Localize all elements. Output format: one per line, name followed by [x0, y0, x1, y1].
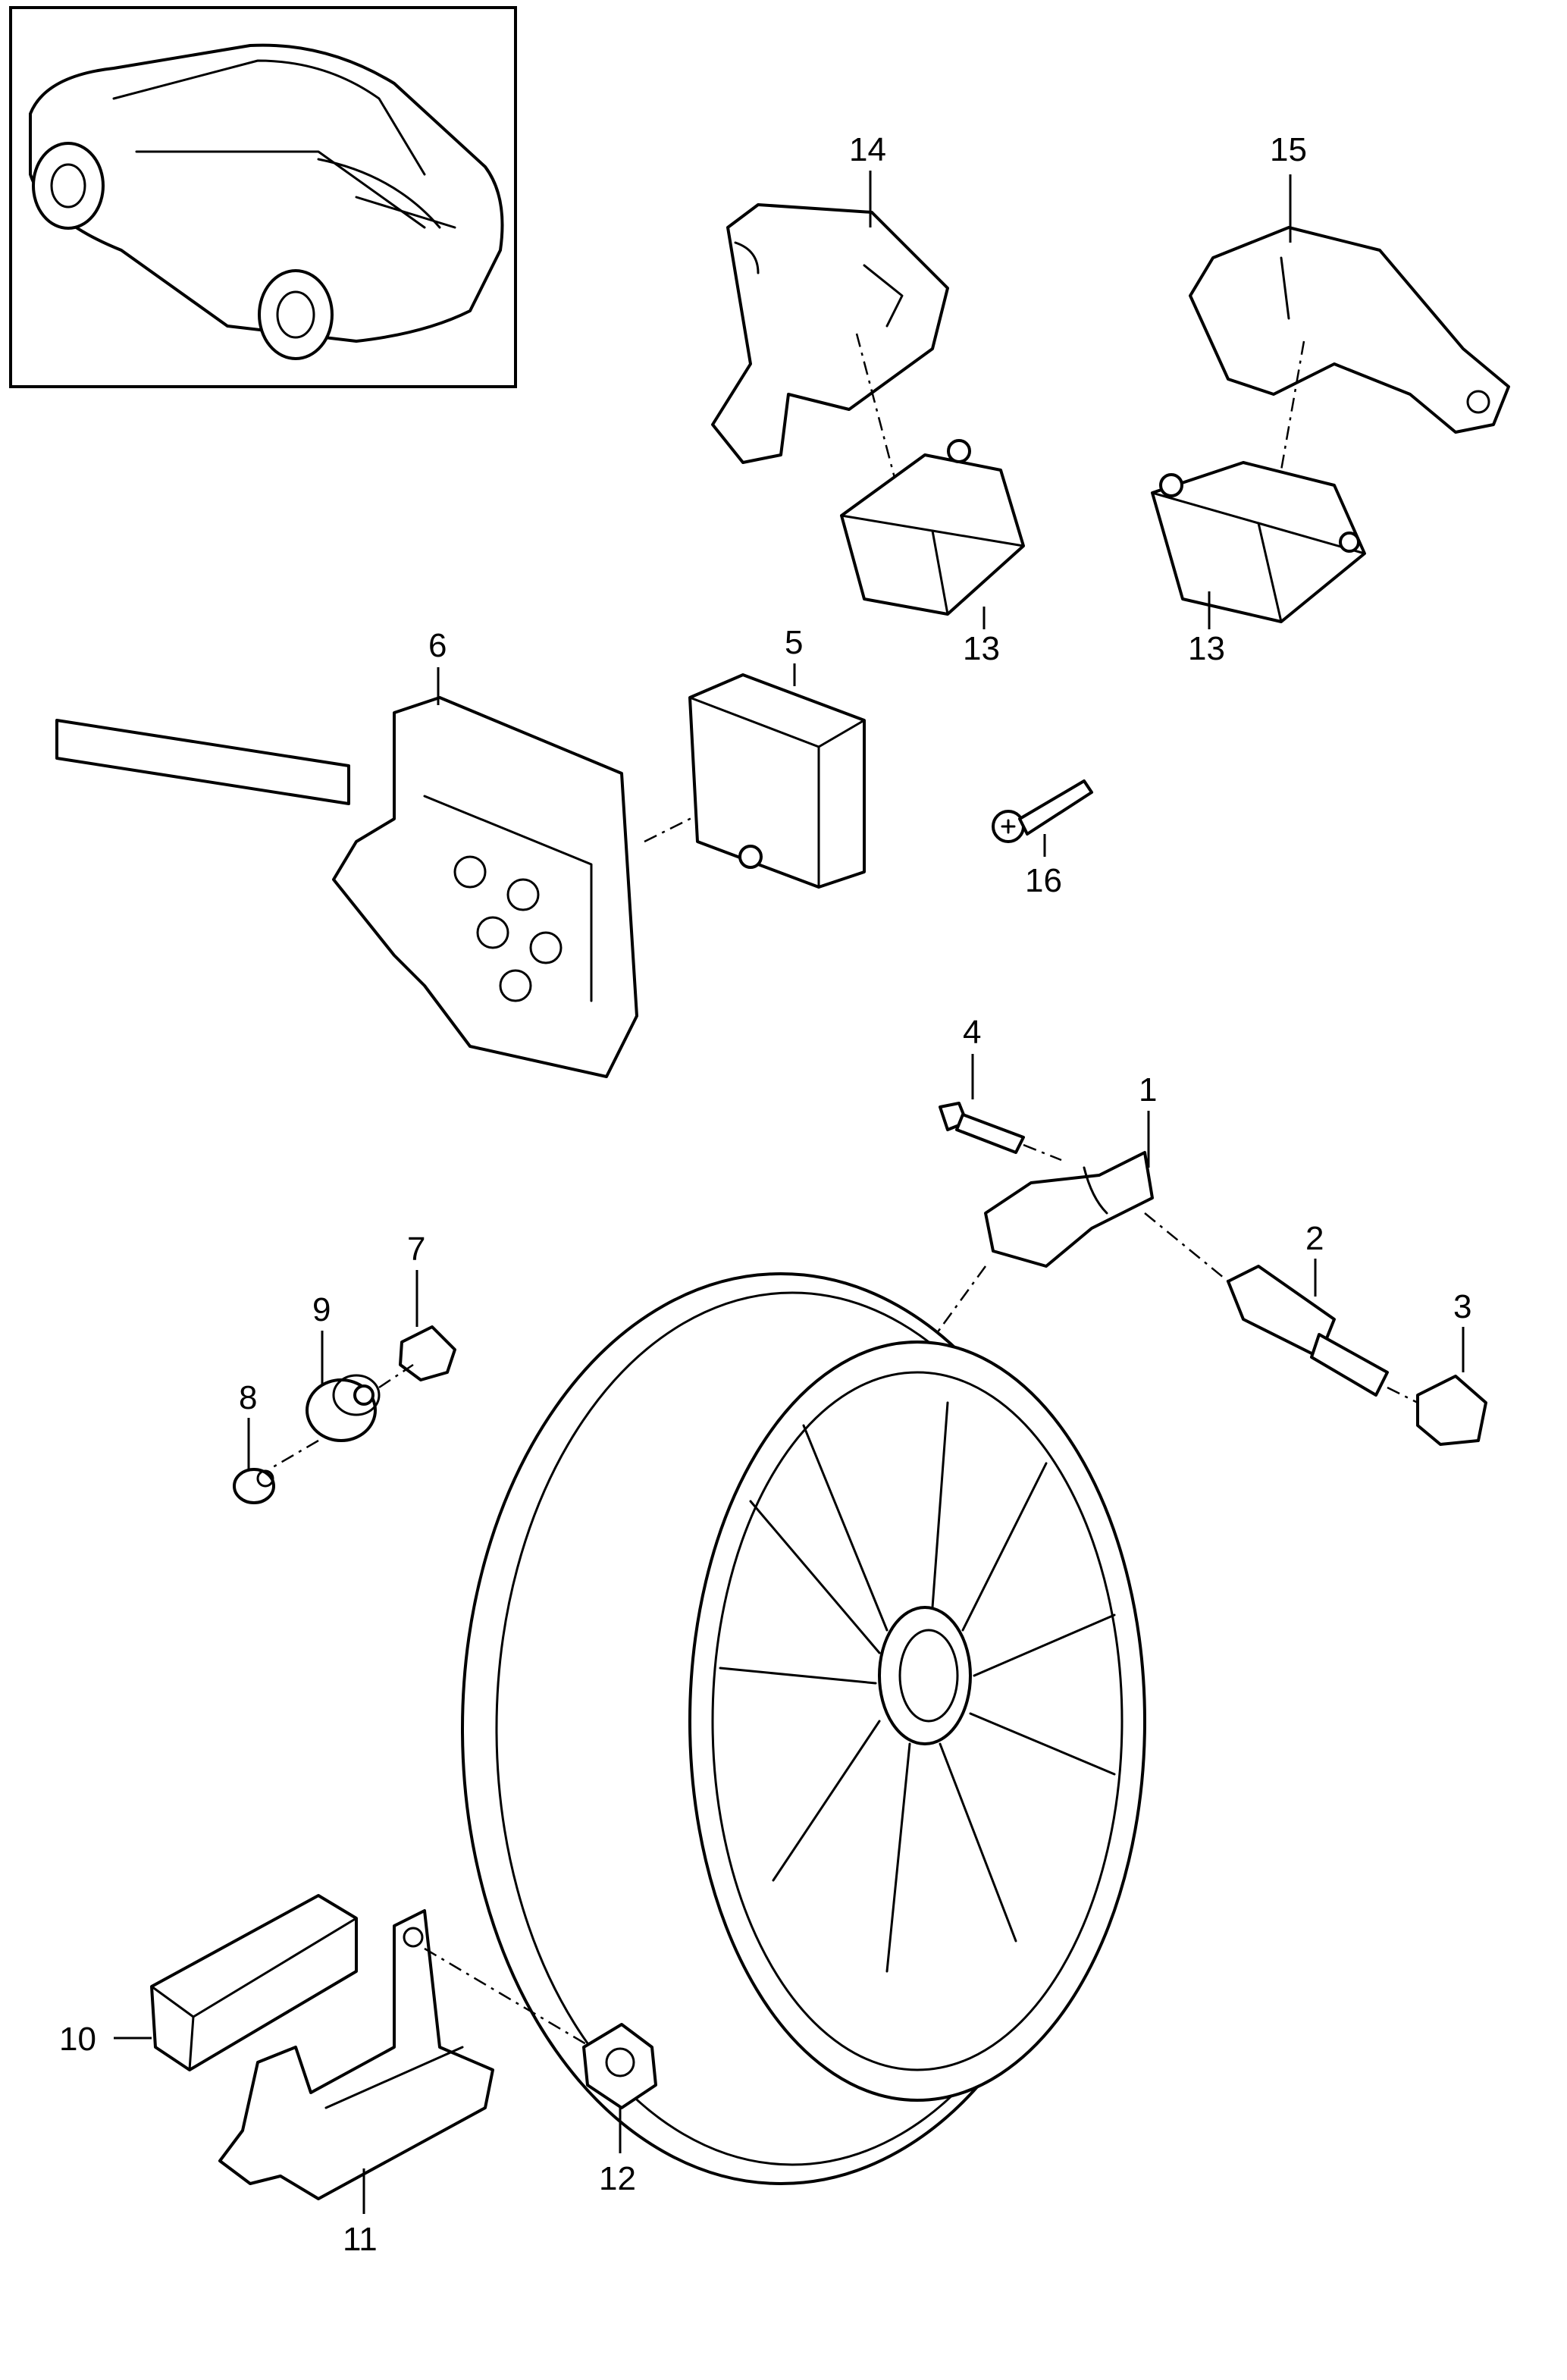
part-12-flange-nut — [582, 2023, 657, 2109]
part-2-valve — [1227, 1265, 1389, 1397]
part-3-valve-cap — [1416, 1375, 1487, 1446]
part-15-bracket — [1189, 226, 1510, 434]
callout-9: 9 — [312, 1291, 331, 1328]
callout-5: 5 — [785, 624, 803, 661]
part-4-bolt — [939, 1102, 1025, 1154]
vehicle-inset — [9, 6, 517, 388]
callout-14: 14 — [849, 131, 886, 168]
callout-7: 7 — [407, 1231, 425, 1268]
part-10-antenna — [150, 1894, 358, 2071]
part-8-plug — [233, 1468, 275, 1504]
part-5-control-unit — [688, 673, 866, 889]
callout-1: 1 — [1139, 1071, 1157, 1108]
part-7-nut — [399, 1325, 456, 1381]
wheel-rim — [461, 1272, 1146, 2185]
part-14-bracket — [711, 203, 949, 464]
callout-labels: 14 15 13 13 6 5 16 4 1 2 3 7 9 8 10 11 1… — [59, 131, 1471, 2258]
callout-8: 8 — [239, 1379, 257, 1416]
part-6-holder — [55, 696, 638, 1078]
callout-15: 15 — [1270, 131, 1307, 168]
callout-13-left: 13 — [963, 630, 1000, 667]
part-13-module-left — [840, 439, 1025, 616]
callout-4: 4 — [963, 1014, 981, 1051]
callout-11: 11 — [343, 2221, 378, 2258]
callout-13-right: 13 — [1188, 630, 1225, 667]
part-11-bracket — [218, 1909, 494, 2200]
callout-2: 2 — [1305, 1220, 1324, 1257]
callout-16: 16 — [1025, 862, 1062, 899]
part-16-screw — [992, 779, 1093, 843]
callout-3: 3 — [1453, 1288, 1471, 1325]
part-9-grommet — [306, 1374, 381, 1442]
part-13-module-right — [1151, 461, 1366, 623]
car-illustration — [29, 43, 504, 360]
callout-10: 10 — [59, 2021, 96, 2058]
callout-12: 12 — [599, 2160, 636, 2197]
part-1-tpms-sensor — [984, 1151, 1154, 1268]
callout-6: 6 — [428, 627, 447, 664]
leader-lines — [114, 171, 1465, 2214]
